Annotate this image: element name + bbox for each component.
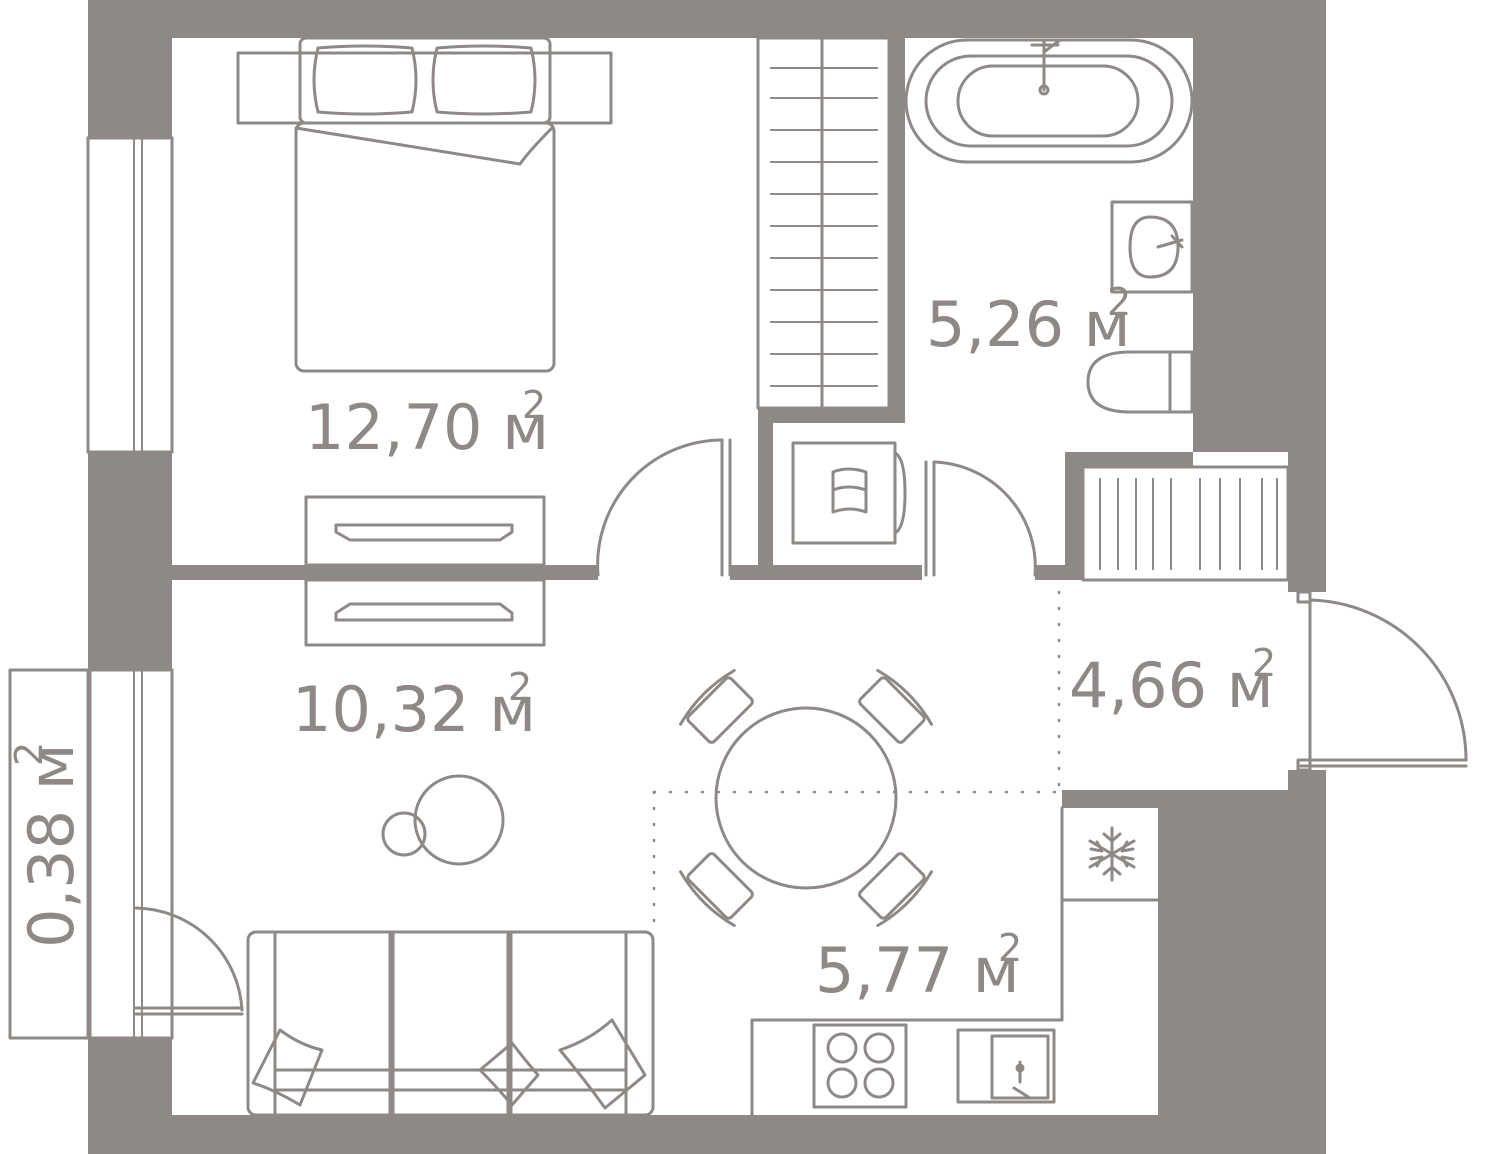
exterior-walls xyxy=(88,0,1326,1154)
windows xyxy=(86,136,174,1040)
bathroom-area-superscript: 2 xyxy=(1107,280,1131,324)
toilet-icon xyxy=(1086,350,1194,414)
balcony-area-superscript: 2 xyxy=(7,742,51,766)
coffee-table xyxy=(381,774,505,866)
living-area-superscript: 2 xyxy=(508,665,532,709)
kitchen-counter xyxy=(750,806,1160,1117)
dresser xyxy=(304,495,546,647)
washing-machine xyxy=(791,441,907,545)
hall-area-superscript: 2 xyxy=(1252,641,1276,685)
balcony xyxy=(8,668,92,1040)
interior-walls xyxy=(172,38,1193,580)
wardrobe-bedroom xyxy=(756,36,891,410)
living-area-label: 10,32 м xyxy=(292,673,536,746)
kitchen-area-label: 5,77 м xyxy=(815,934,1020,1007)
wardrobe-hall xyxy=(1081,465,1290,582)
bedroom-area-superscript: 2 xyxy=(522,383,546,427)
table-icon xyxy=(679,669,933,927)
doors xyxy=(134,438,1468,1016)
bed-icon xyxy=(236,36,613,373)
snowflake-icon xyxy=(1088,826,1136,882)
balcony-label-group: 0,38 м 2 xyxy=(7,742,88,948)
bathroom-area-label: 5,26 м xyxy=(926,288,1131,361)
sofa-icon xyxy=(246,930,655,1117)
zone-dividers xyxy=(652,590,1061,932)
balcony-area-label: 0,38 м xyxy=(15,743,88,948)
stove-icon xyxy=(812,1023,908,1109)
bathtub-icon xyxy=(904,38,1194,164)
sink-icon xyxy=(1110,200,1194,294)
kitchen-sink-icon xyxy=(956,1028,1056,1104)
kitchen-area-superscript: 2 xyxy=(998,926,1022,970)
bedroom-area-label: 12,70 м xyxy=(305,391,549,464)
hall-area-label: 4,66 м xyxy=(1069,649,1274,722)
